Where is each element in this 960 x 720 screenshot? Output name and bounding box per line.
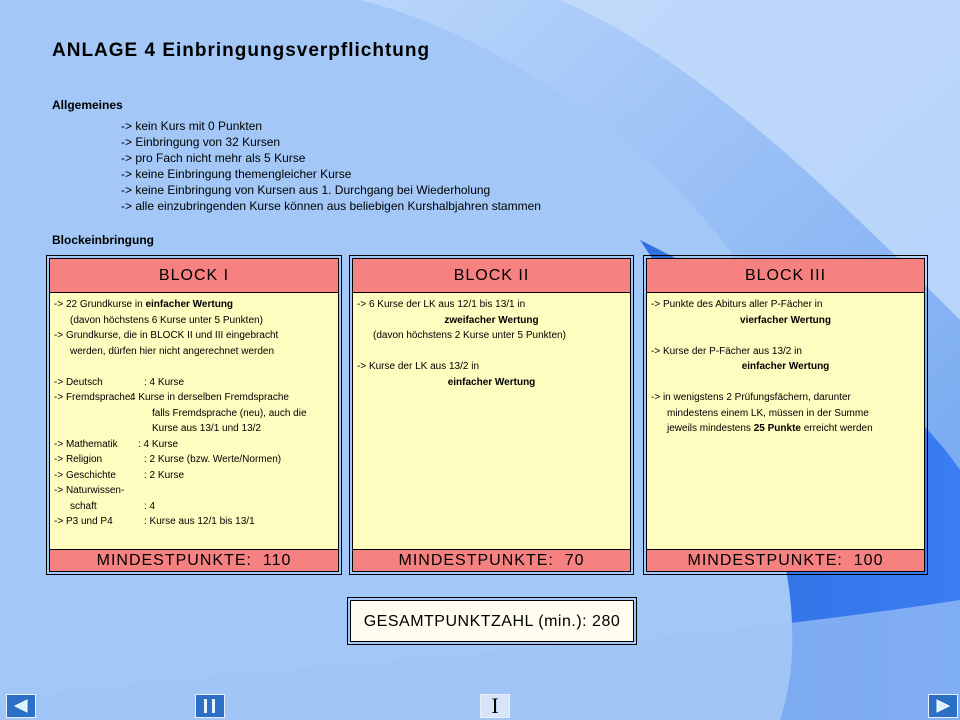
block-3-line: erreicht werden — [800, 423, 873, 434]
block-3-emphasis: vierfacher Wertung — [740, 314, 831, 326]
block-2-body: -> 6 Kurse der LK aus 12/1 bis 13/1 in z… — [353, 293, 630, 390]
block-3-emphasis: einfacher Wertung — [741, 361, 830, 372]
subject-label: -> Deutsch — [54, 376, 103, 388]
block-1-body: -> 22 Grundkurse in einfacher Wertung (d… — [50, 293, 338, 530]
subject-label: -> Religion — [54, 454, 103, 465]
block-1-title: BLOCK I — [50, 259, 338, 293]
subject-label: -> P3 und P4 — [54, 516, 113, 527]
skip-back-icon — [204, 699, 215, 713]
list-item: -> keine Einbringung von Kursen aus 1. D… — [121, 183, 491, 197]
block-1-line: -> 22 Grundkurse in — [54, 299, 146, 310]
subject-value: Kurse aus 13/1 und 13/2 — [152, 423, 261, 434]
block-3-line: -> Kurse der P-Fächer aus 13/2 in — [651, 345, 802, 357]
home-slide-button[interactable]: I — [480, 694, 510, 718]
list-item: -> kein Kurs mit 0 Punkten — [121, 119, 263, 133]
minimum-value: 70 — [564, 552, 585, 569]
subject-value: : 2 Kurse — [144, 469, 185, 481]
list-item: -> alle einzubringenden Kurse können aus… — [121, 199, 541, 213]
minimum-value: 110 — [262, 552, 292, 569]
general-list: -> kein Kurs mit 0 Punkten -> Einbringun… — [121, 118, 541, 214]
block-3-title: BLOCK III — [647, 259, 924, 293]
block-2-line: -> 6 Kurse der LK aus 12/1 bis 13/1 in — [357, 299, 526, 310]
block-3-emphasis: 25 Punkte — [753, 423, 801, 434]
block-3-body: -> Punkte des Abiturs aller P-Fächer in … — [647, 293, 924, 437]
list-item: -> keine Einbringung themengleicher Kurs… — [121, 167, 352, 181]
block-1: BLOCK I -> 22 Grundkurse in einfacher We… — [46, 255, 342, 575]
block-1-line: (davon höchstens 6 Kurse unter 5 Punkten… — [70, 314, 263, 326]
subject-label: -> Geschichte — [54, 469, 116, 481]
list-item: -> pro Fach nicht mehr als 5 Kurse — [121, 151, 306, 165]
subject-value: 4 Kurse in derselben Fremdsprache — [130, 392, 289, 403]
arrow-left-icon — [13, 699, 28, 713]
subject-value: : Kurse aus 12/1 bis 13/1 — [144, 516, 255, 527]
general-heading: Allgemeines — [52, 98, 123, 112]
minimum-label: MINDESTPUNKTE: — [687, 552, 843, 569]
block-1-line: werden, dürfen hier nicht angerechnet we… — [70, 345, 275, 357]
arrow-right-icon — [936, 699, 951, 713]
total-points-box: GESAMTPUNKTZAHL (min.): 280 — [347, 597, 637, 645]
block-2-emphasis: zweifacher Wertung — [444, 314, 539, 326]
block-2-line: (davon höchstens 2 Kurse unter 5 Punkten… — [373, 330, 566, 341]
page-title: ANLAGE 4 Einbringungsverpflichtung — [52, 40, 431, 61]
block-3-line: jeweils mindestens — [667, 423, 754, 434]
subject-value: : 4 Kurse — [144, 376, 185, 388]
block-2-minimum: MINDESTPUNKTE: 70 — [353, 549, 630, 571]
subject-value: falls Fremdsprache (neu), auch die — [152, 407, 307, 419]
subject-label: schaft — [70, 500, 97, 512]
block-1-emphasis: einfacher Wertung — [145, 299, 234, 310]
minimum-value: 100 — [853, 552, 884, 569]
block-3-line: -> in wenigstens 2 Prüfungsfächern, daru… — [651, 392, 851, 403]
subject-label: -> Mathematik — [54, 438, 118, 450]
block-3-line: mindestens einem LK, müssen in der Summe — [667, 407, 869, 419]
block-2-emphasis: einfacher Wertung — [447, 376, 536, 388]
prev-slide-button[interactable] — [6, 694, 36, 718]
block-2: BLOCK II -> 6 Kurse der LK aus 12/1 bis … — [349, 255, 634, 575]
subject-label: -> Fremdsprache: — [54, 392, 134, 403]
block-3-minimum: MINDESTPUNKTE: 100 — [647, 549, 924, 571]
subject-label: -> Naturwissen- — [54, 485, 125, 496]
block-3-line: -> Punkte des Abiturs aller P-Fächer in — [651, 299, 823, 310]
block-2-title: BLOCK II — [353, 259, 630, 293]
minimum-label: MINDESTPUNKTE: — [398, 552, 554, 569]
list-item: -> Einbringung von 32 Kursen — [121, 135, 281, 149]
block-2-line: -> Kurse der LK aus 13/2 in — [357, 361, 480, 372]
next-slide-button[interactable] — [928, 694, 958, 718]
block-1-line: -> Grundkurse, die in BLOCK II und III e… — [54, 330, 279, 341]
subject-value: : 4 — [144, 500, 156, 512]
minimum-label: MINDESTPUNKTE: — [96, 552, 252, 569]
home-label: I — [491, 693, 499, 718]
subject-value: : 4 Kurse — [138, 438, 179, 450]
block-1-minimum: MINDESTPUNKTE: 110 — [50, 549, 338, 571]
subject-value: : 2 Kurse (bzw. Werte/Normen) — [144, 454, 282, 465]
block-3: BLOCK III -> Punkte des Abiturs aller P-… — [643, 255, 928, 575]
block-heading: Blockeinbringung — [52, 233, 154, 247]
first-slide-button[interactable] — [195, 694, 225, 718]
